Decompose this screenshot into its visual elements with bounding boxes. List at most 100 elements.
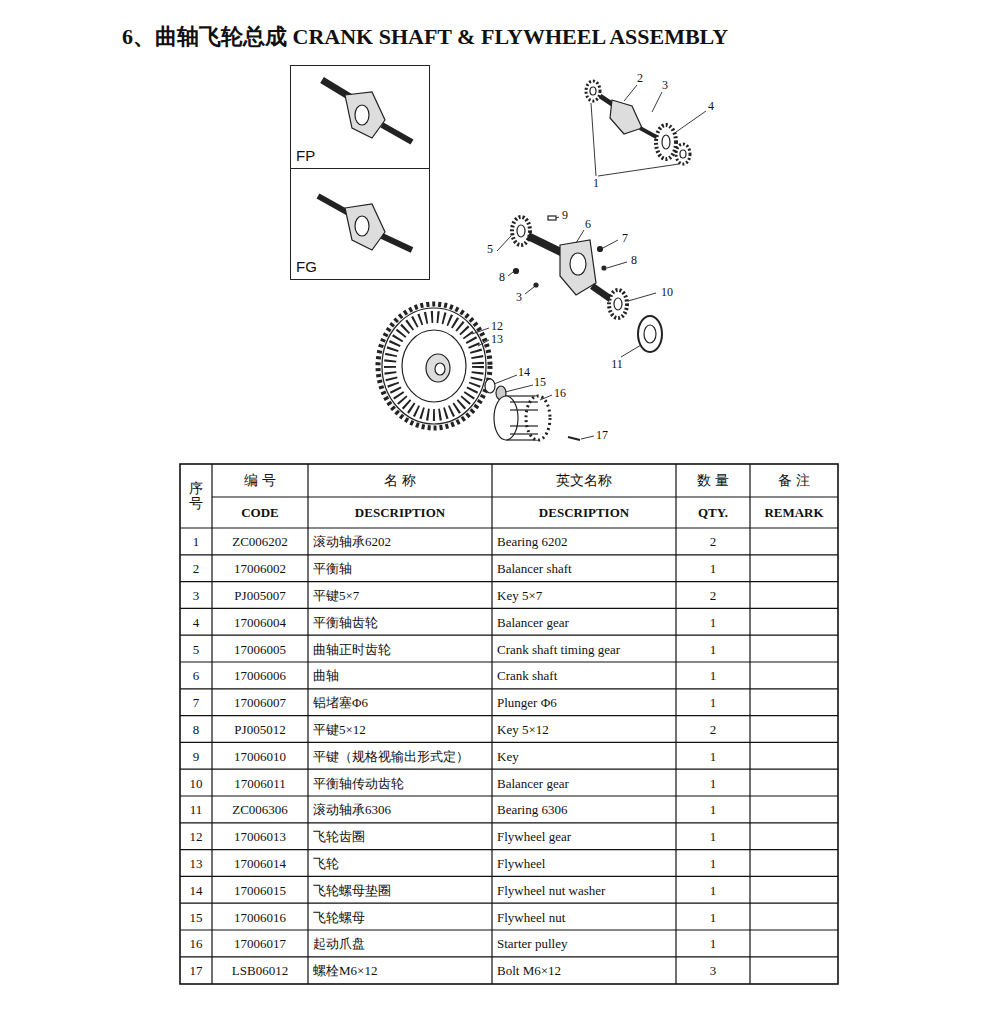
callout-number: 2 xyxy=(637,72,643,84)
table-cell: 飞轮 xyxy=(313,857,339,870)
table-cell: 7 xyxy=(193,696,200,709)
starter-pulley xyxy=(494,396,580,440)
table-cell: Flywheel xyxy=(497,857,545,870)
table-cell: Crank shaft xyxy=(497,669,557,682)
callout-number: 11 xyxy=(611,358,623,370)
table-cell: Flywheel gear xyxy=(497,830,571,843)
table-cell: 飞轮螺母垫圈 xyxy=(313,883,391,896)
table-cell: 17006015 xyxy=(234,883,286,896)
callout-number: 1 xyxy=(593,177,599,189)
table-cell: 平衡轴 xyxy=(313,562,352,575)
page-title: 6、曲轴飞轮总成 CRANK SHAFT & FLYWHEEL ASSEMBLY xyxy=(122,26,728,48)
table-cell: 2 xyxy=(193,562,200,575)
table-cell: 滚动轴承6306 xyxy=(313,803,391,816)
table-cell: Bearing 6202 xyxy=(497,535,567,548)
table-cell: 5 xyxy=(193,642,200,655)
table-cell: 9 xyxy=(193,749,200,762)
table-cell: 1 xyxy=(710,857,717,870)
table-cell: 1 xyxy=(710,776,717,789)
table-cell: 2 xyxy=(710,535,717,548)
table-cell: ZC006202 xyxy=(232,535,288,548)
table-cell: ZC006306 xyxy=(232,803,288,816)
callout-number: 4 xyxy=(708,100,714,112)
table-grid xyxy=(180,464,838,984)
table-cell: Key 5×7 xyxy=(497,589,542,602)
table-cell: 16 xyxy=(190,937,203,950)
table-cell: 1 xyxy=(710,669,717,682)
table-header: 备 注 xyxy=(778,474,810,488)
table-cell: 曲轴正时齿轮 xyxy=(313,642,391,655)
table-cell: Starter pulley xyxy=(497,937,567,950)
table-cell: Crank shaft timing gear xyxy=(497,642,620,655)
table-header: 编 号 xyxy=(244,474,276,488)
callout-number: 10 xyxy=(661,286,673,298)
table-cell: 17 xyxy=(190,964,203,977)
table-cell: 12 xyxy=(190,830,203,843)
table-cell: 铝堵塞Φ6 xyxy=(313,696,368,709)
table-cell: 17006014 xyxy=(234,857,286,870)
table-header: 名 称 xyxy=(384,474,416,488)
variant-box: FG xyxy=(290,168,430,280)
table-cell: Plunger Φ6 xyxy=(497,696,557,709)
table-cell: 平键5×7 xyxy=(313,589,359,602)
table-cell: 3 xyxy=(193,589,200,602)
table-cell: 17006013 xyxy=(234,830,286,843)
callout-number: 5 xyxy=(487,243,493,255)
callout-number: 17 xyxy=(596,429,608,441)
table-cell: 2 xyxy=(710,589,717,602)
table-cell: 平衡轴齿轮 xyxy=(313,615,378,628)
table-header: 序号 xyxy=(189,481,203,512)
table-cell: 曲轴 xyxy=(313,669,339,682)
fg-crankshaft xyxy=(318,196,412,250)
table-cell: 17006006 xyxy=(234,669,286,682)
table-cell: Balancer gear xyxy=(497,615,569,628)
table-cell: 滚动轴承6202 xyxy=(313,535,391,548)
table-header: REMARK xyxy=(764,506,823,519)
callout-number: 12 xyxy=(491,320,503,332)
table-cell: 17006004 xyxy=(234,615,286,628)
table-cell: 4 xyxy=(193,615,200,628)
table-cell: Key 5×12 xyxy=(497,723,549,736)
table-cell: 6 xyxy=(193,669,200,682)
table-cell: 13 xyxy=(190,857,203,870)
table-cell: Flywheel nut xyxy=(497,910,565,923)
table-cell: 1 xyxy=(710,937,717,950)
table-cell: Bearing 6306 xyxy=(497,803,567,816)
leader-line xyxy=(591,85,706,176)
leader-line xyxy=(497,217,656,357)
table-cell: 17006016 xyxy=(234,910,286,923)
leader-line xyxy=(472,328,594,439)
table-cell: 3 xyxy=(710,964,717,977)
table-cell: 1 xyxy=(710,642,717,655)
variant-label: FP xyxy=(296,148,315,163)
table-cell: Balancer shaft xyxy=(497,562,572,575)
table-cell: 17006007 xyxy=(234,696,286,709)
table-cell: 2 xyxy=(710,723,717,736)
table-cell: 8 xyxy=(193,723,200,736)
table-header: DESCRIPTION xyxy=(355,506,445,519)
table-cell: 平键（规格视输出形式定） xyxy=(313,749,469,762)
table-cell: 飞轮齿圈 xyxy=(313,830,365,843)
table-cell: 1 xyxy=(710,696,717,709)
callout-number: 16 xyxy=(554,387,566,399)
crankshaft xyxy=(512,216,662,352)
table-cell: 17006011 xyxy=(234,776,286,789)
table-cell: 飞轮螺母 xyxy=(313,910,365,923)
callout-number: 13 xyxy=(491,333,503,345)
callout-number: 7 xyxy=(622,232,628,244)
table-cell: 1 xyxy=(710,749,717,762)
table-cell: 1 xyxy=(710,883,717,896)
table-cell: 17006002 xyxy=(234,562,286,575)
table-cell: 10 xyxy=(190,776,203,789)
table-header: QTY. xyxy=(698,506,728,519)
table-cell: 11 xyxy=(190,803,203,816)
table-cell: 1 xyxy=(710,910,717,923)
callout-number: 9 xyxy=(562,209,568,221)
table-header: CODE xyxy=(241,506,279,519)
flywheel xyxy=(378,304,506,428)
table-cell: 1 xyxy=(710,562,717,575)
callout-number: 3 xyxy=(516,291,522,303)
table-cell: 17006005 xyxy=(234,642,286,655)
table-cell: Bolt M6×12 xyxy=(497,964,561,977)
callout-number: 8 xyxy=(631,254,637,266)
